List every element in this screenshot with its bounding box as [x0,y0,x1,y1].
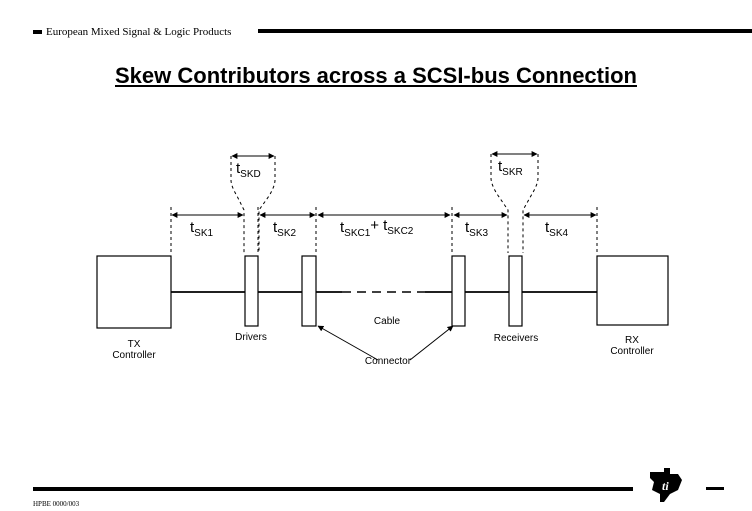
dimension-arrows [171,151,597,218]
page-title: Skew Contributors across a SCSI-bus Conn… [0,63,752,89]
drivers-label: Drivers [235,332,267,343]
skew-label-skc: tSKC1+tSKC2 [340,217,414,239]
header-text: European Mixed Signal & Logic Products [46,26,232,38]
tx-controller-box [96,255,172,329]
skew-label-sk1: tSK1 [190,219,214,239]
footer-code: HPBE 0000/003 [33,500,80,508]
receivers-label: Receivers [494,333,538,344]
skew-label-sk2: tSK2 [273,219,297,239]
header-bullet [33,30,42,34]
skew-label-skd: tSKD [236,160,261,180]
skew-label-skr: tSKR [498,158,523,178]
header-rule [258,29,752,33]
skew-label-sk3: tSK3 [465,219,489,239]
footer-rule [33,487,633,491]
page-title-text: Skew Contributors across a SCSI-bus Conn… [115,63,637,88]
svg-text:ti: ti [662,479,669,493]
receiver-block [508,255,523,327]
tx-label-1: TX [128,339,141,350]
connector-pointers [317,325,454,361]
ti-logo-icon: ti [650,468,682,502]
extension-lines [170,154,598,253]
rx-controller-box [596,255,669,326]
skew-label-sk4: tSK4 [545,219,569,239]
footer-dash [706,487,724,490]
connector-block-left [301,255,317,327]
cable-label: Cable [374,316,401,327]
tx-label-2: Controller [112,350,156,361]
connector-block-right [451,255,466,327]
driver-block [244,255,259,327]
rx-label-1: RX [625,335,639,346]
rx-label-2: Controller [610,346,654,357]
connector-label: Connector [365,356,412,367]
